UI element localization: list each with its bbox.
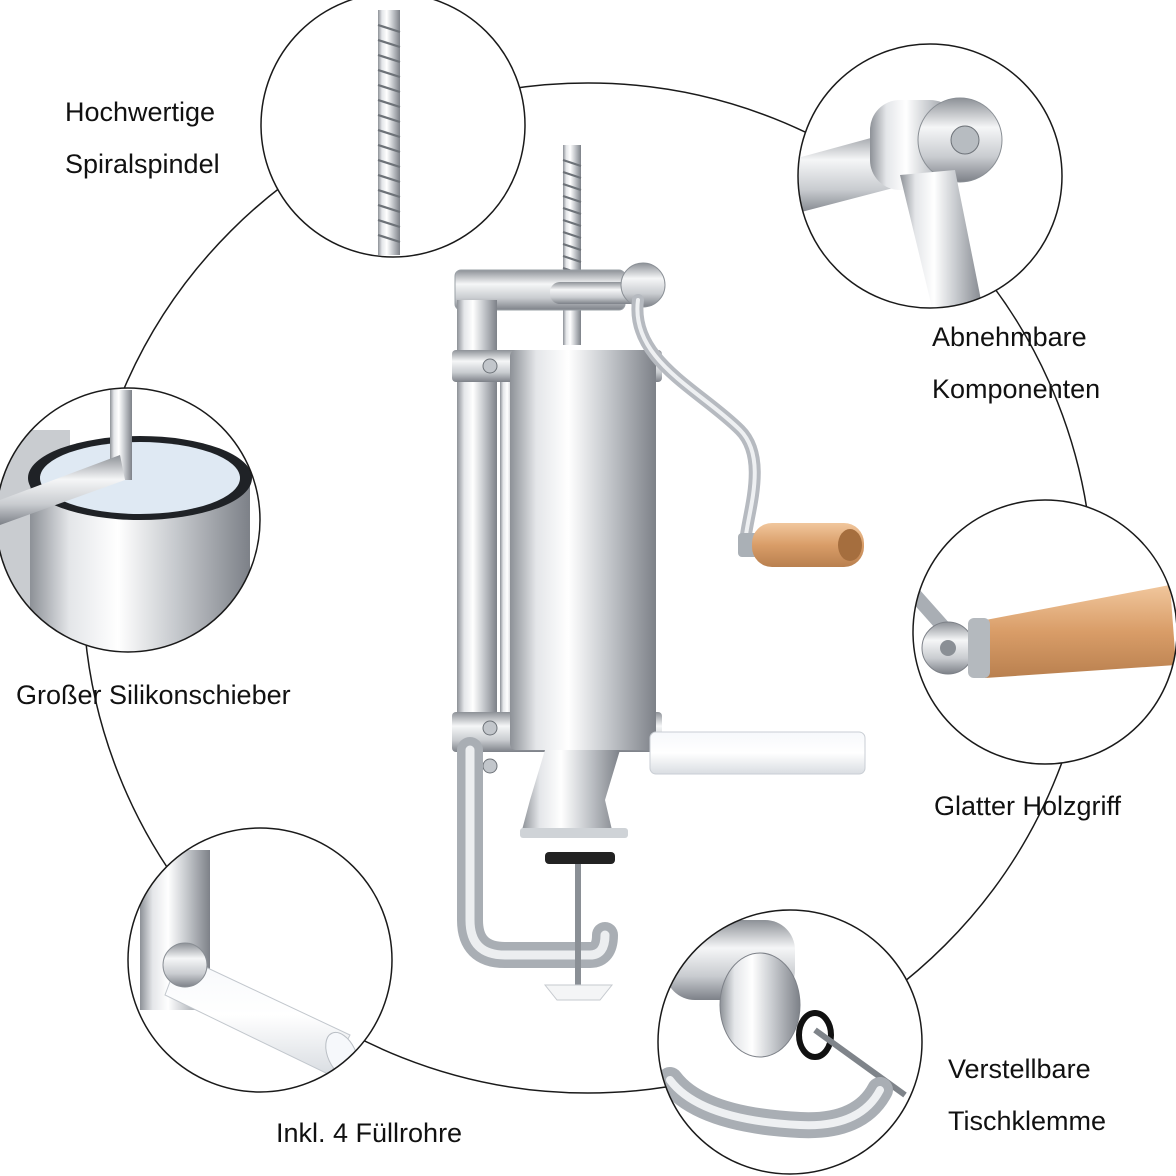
label-spiral-spindle-line1: Hochwertige (65, 97, 216, 127)
label-filling-tubes-text: Inkl. 4 Füllrohre (276, 1118, 463, 1148)
label-removable-components-line1: Abnehmbare (932, 322, 1087, 352)
label-silicone-pusher: Großer Silikonschieber (16, 669, 291, 721)
detail-tube (127, 827, 393, 1093)
label-removable-components-line2: Komponenten (932, 374, 1101, 404)
label-table-clamp-line1: Verstellbare (948, 1054, 1091, 1084)
label-silicone-pusher-text: Großer Silikonschieber (16, 680, 291, 710)
label-wooden-handle-text: Glatter Holzgriff (934, 791, 1122, 821)
label-table-clamp-line2: Tischklemme (948, 1106, 1107, 1136)
label-filling-tubes: Inkl. 4 Füllrohre (276, 1107, 462, 1159)
label-wooden-handle: Glatter Holzgriff (934, 780, 1121, 832)
detail-components (797, 43, 1063, 309)
sausage-stuffer (452, 145, 866, 1001)
label-spiral-spindle-line2: Spiralspindel (65, 149, 220, 179)
label-removable-components: Abnehmbare Komponenten (932, 311, 1100, 415)
detail-handle (912, 499, 1176, 765)
detail-pusher (0, 387, 261, 653)
label-table-clamp: Verstellbare Tischklemme (948, 1043, 1106, 1147)
label-spiral-spindle: Hochwertige Spiralspindel (65, 86, 220, 190)
detail-clamp (657, 909, 923, 1175)
detail-spindle (260, 0, 526, 258)
